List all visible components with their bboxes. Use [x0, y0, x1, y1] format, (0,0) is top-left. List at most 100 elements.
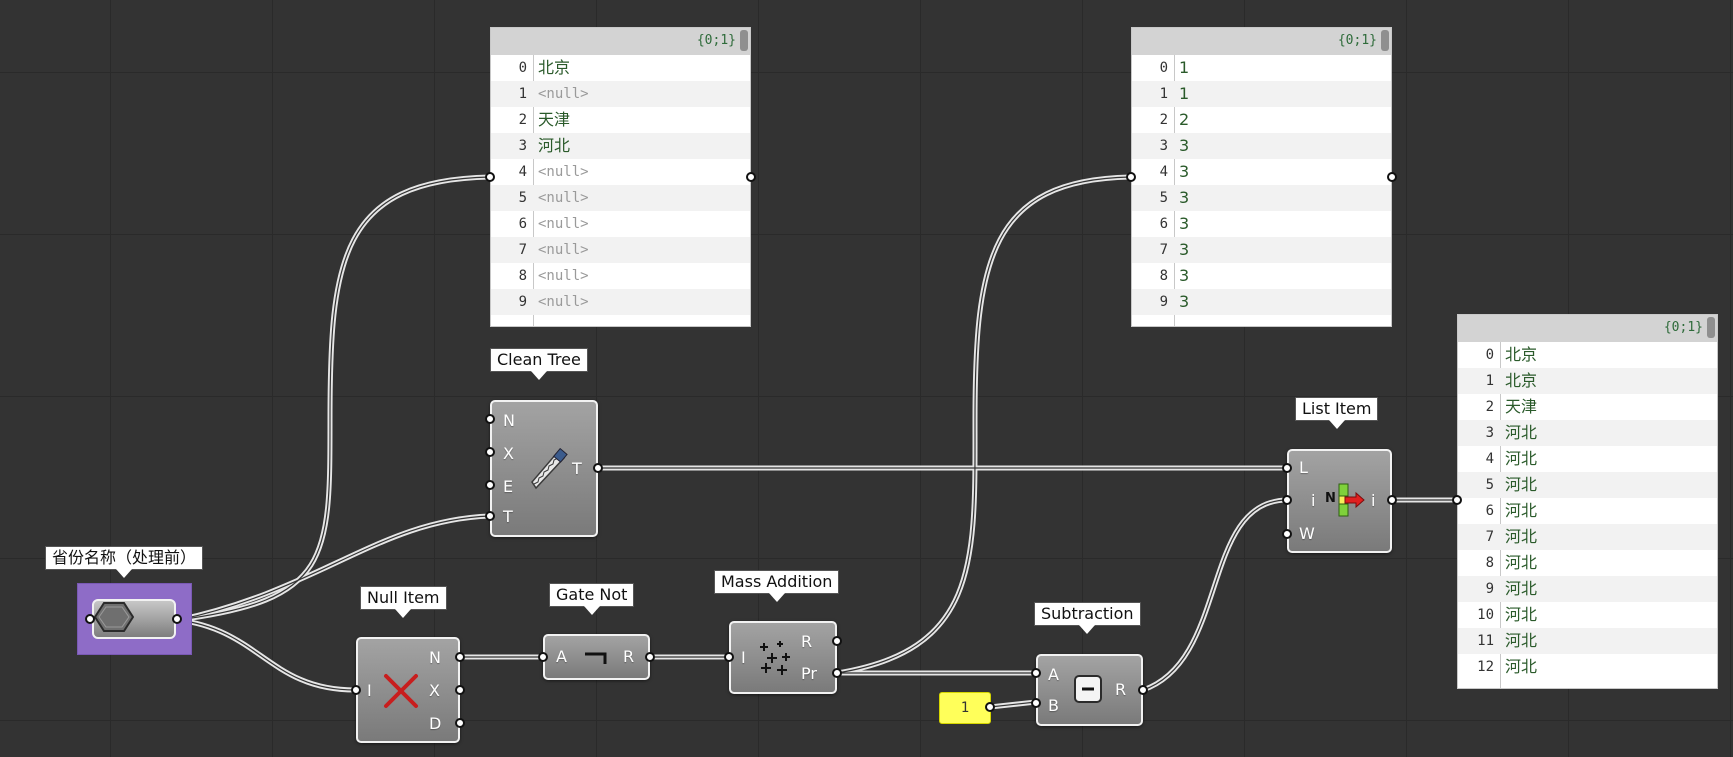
list-item-port-w[interactable]	[1282, 529, 1292, 539]
row-value: 3	[1179, 214, 1190, 233]
row-value: <null>	[538, 242, 589, 258]
list-item-port-i-out[interactable]	[1387, 495, 1397, 505]
row-value: <null>	[538, 216, 589, 232]
panel-scrollbar[interactable]	[1381, 30, 1389, 51]
row-index: 11	[1477, 633, 1494, 649]
row-value: 北京	[1505, 371, 1538, 390]
row-index: 7	[518, 242, 527, 258]
gate-not-component[interactable]: A R	[543, 634, 650, 680]
wire-param-to-panel-left	[175, 174, 493, 623]
input-label-t: T	[503, 507, 513, 526]
province-param-output-port[interactable]	[172, 614, 182, 624]
subtraction-port-a[interactable]	[1031, 668, 1041, 678]
null-item-component[interactable]: I N X D	[356, 637, 460, 743]
panel-scrollbar[interactable]	[740, 30, 748, 51]
panel-row: 6<null>	[491, 211, 750, 237]
input-label-i: i	[1311, 491, 1316, 510]
list-item-tag: List Item	[1295, 397, 1379, 429]
output-label-t: T	[572, 459, 582, 478]
clean-tree-port-x[interactable]	[485, 447, 495, 457]
panel-right-input-port[interactable]	[1126, 172, 1136, 182]
null-item-port-i[interactable]	[351, 685, 361, 695]
row-index: 1	[1485, 373, 1494, 389]
input-label-l: L	[1299, 458, 1308, 477]
red-x-icon	[384, 674, 418, 708]
row-index: 4	[1159, 164, 1168, 180]
gate-not-port-r[interactable]	[645, 652, 655, 662]
province-name-param[interactable]	[92, 599, 176, 639]
list-item-icon: N	[1325, 483, 1365, 517]
mass-addition-port-i[interactable]	[724, 652, 734, 662]
clean-tree-tag: Clean Tree	[490, 348, 588, 380]
row-value: 河北	[1505, 449, 1538, 468]
clean-tree-port-t-out[interactable]	[593, 463, 603, 473]
row-index: 2	[1159, 112, 1168, 128]
clean-tree-port-e[interactable]	[485, 480, 495, 490]
output-label-n: N	[429, 648, 441, 667]
row-value: <null>	[538, 164, 589, 180]
panel-left-input-port[interactable]	[485, 172, 495, 182]
clean-tree-port-n[interactable]	[485, 414, 495, 424]
mass-addition-component[interactable]: I R Pr	[729, 621, 837, 694]
hexagon-icon	[93, 602, 135, 632]
row-index: 3	[1159, 138, 1168, 154]
number-slider-output-port[interactable]	[985, 702, 995, 712]
subtraction-port-b[interactable]	[1031, 698, 1041, 708]
panel-row: 5<null>	[491, 185, 750, 211]
gate-not-port-a[interactable]	[538, 652, 548, 662]
subtraction-component[interactable]: A B R	[1036, 654, 1143, 726]
clean-tree-component[interactable]: N X E T T	[490, 400, 598, 537]
output-label-i: i	[1371, 491, 1376, 510]
list-item-component[interactable]: L i W i N	[1287, 449, 1392, 553]
panel-right-output-port[interactable]	[1387, 172, 1397, 182]
null-item-port-d[interactable]	[455, 718, 465, 728]
list-item-port-i-in[interactable]	[1282, 495, 1292, 505]
mass-addition-port-r[interactable]	[832, 636, 842, 646]
row-value: 3	[1179, 266, 1190, 285]
row-value: <null>	[538, 190, 589, 206]
wire-subtraction-to-list-item	[1140, 497, 1291, 693]
row-value: 天津	[1505, 397, 1538, 416]
clean-tree-port-t-in[interactable]	[485, 511, 495, 521]
panel-result-input-port[interactable]	[1452, 495, 1462, 505]
number-slider[interactable]: 1	[939, 692, 991, 724]
null-item-port-n[interactable]	[455, 652, 465, 662]
row-value: 河北	[1505, 657, 1538, 676]
panel-scrollbar[interactable]	[1707, 317, 1715, 338]
mass-addition-port-pr[interactable]	[832, 668, 842, 678]
row-index: 0	[518, 60, 527, 76]
row-index: 2	[518, 112, 527, 128]
panel-left-output-port[interactable]	[746, 172, 756, 182]
input-label-e: E	[503, 477, 514, 496]
row-index: 4	[518, 164, 527, 180]
row-index: 4	[1485, 451, 1494, 467]
row-index: 0	[1485, 347, 1494, 363]
input-label-n: N	[503, 411, 515, 430]
province-param-input-port[interactable]	[85, 614, 95, 624]
list-item-port-l[interactable]	[1282, 463, 1292, 473]
subtraction-port-r[interactable]	[1138, 685, 1148, 695]
panel-path-label: {0;1}	[1337, 33, 1377, 48]
row-value: 河北	[1505, 579, 1538, 598]
not-gate-icon	[585, 652, 607, 664]
row-index: 2	[1485, 399, 1494, 415]
null-item-port-x[interactable]	[455, 685, 465, 695]
row-value: 北京	[538, 58, 571, 77]
row-value: 河北	[1505, 553, 1538, 572]
panel-row: 7 <null>	[491, 237, 750, 263]
row-index: 6	[1485, 503, 1494, 519]
row-index: 8	[1159, 268, 1168, 284]
panel-row: 1 北京	[1458, 368, 1717, 394]
panel-row: 9<null>	[491, 289, 750, 315]
